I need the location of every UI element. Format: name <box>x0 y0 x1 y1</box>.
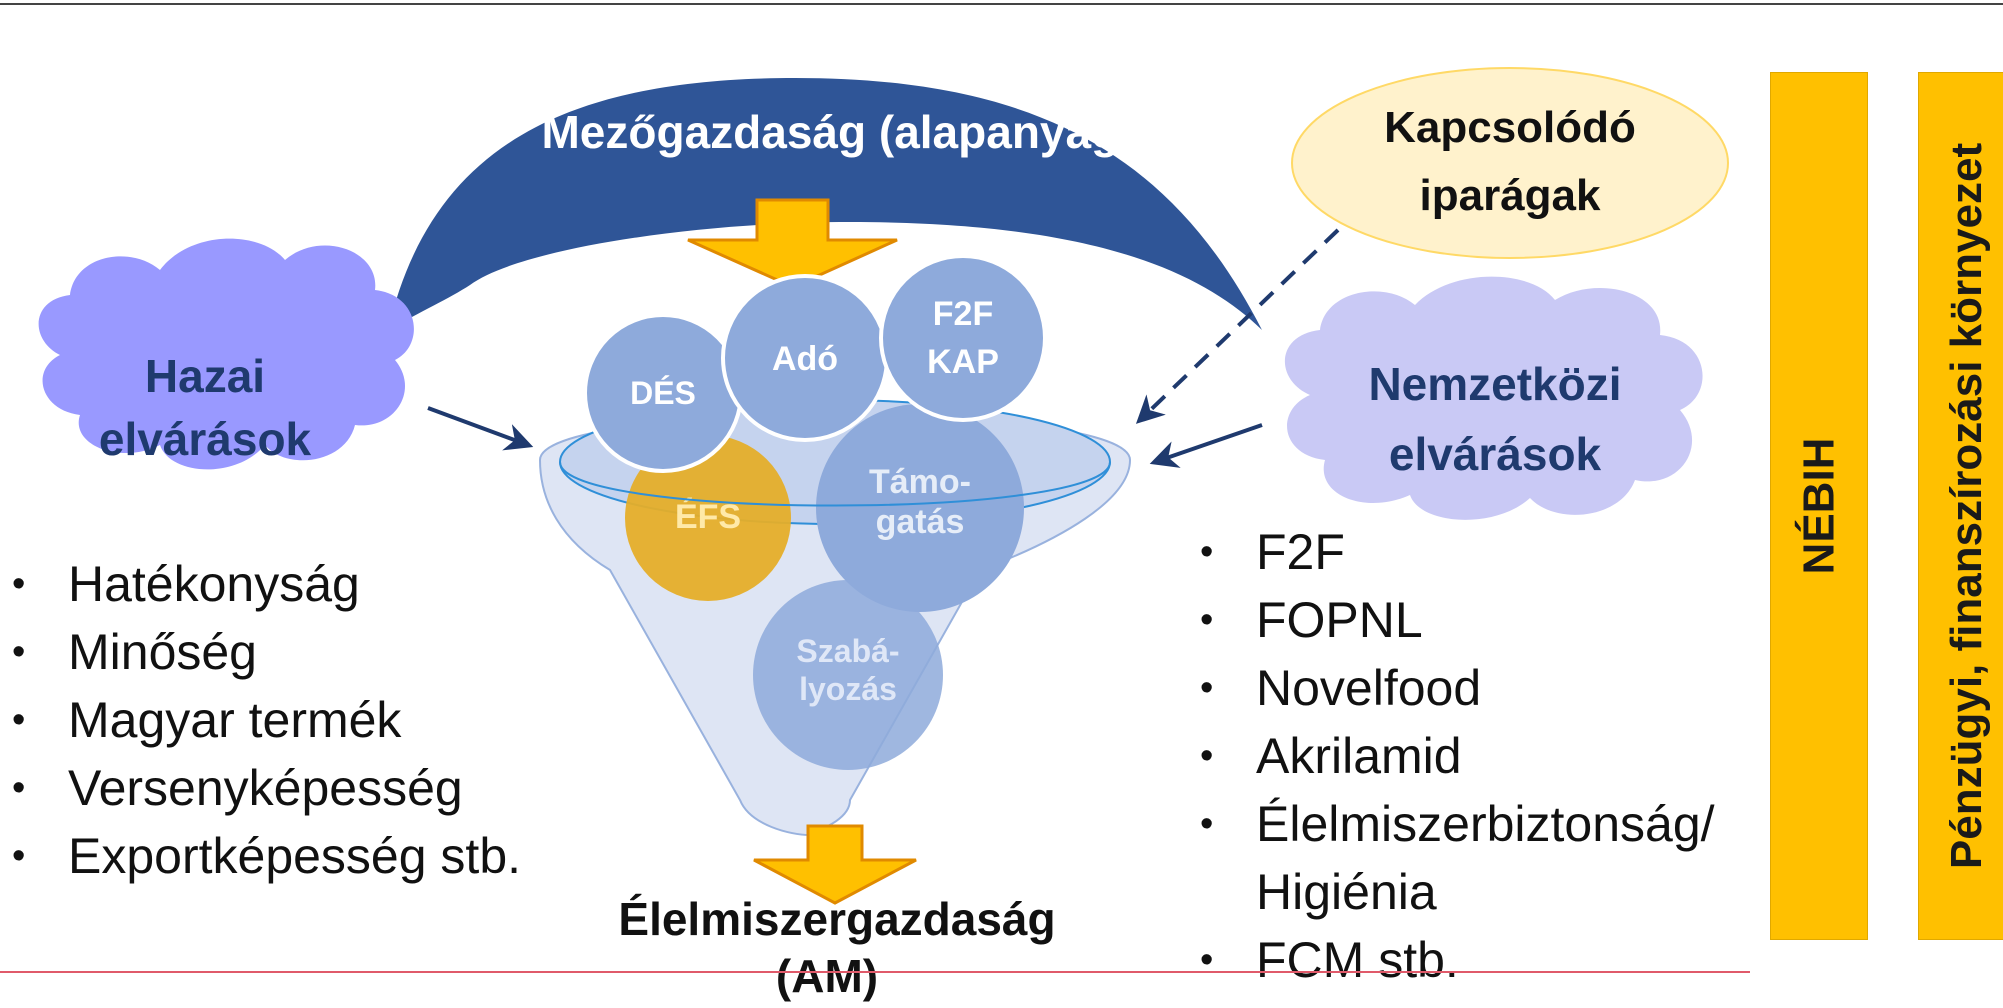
nebih-bar-label: NÉBIH <box>1794 437 1843 575</box>
list-item: Novelfood <box>1200 654 1816 722</box>
output-label-line2: (AM) <box>776 950 878 1002</box>
domestic-expectations-cloud: Hazai elvárások <box>38 238 414 470</box>
circle-des-label: DÉS <box>630 375 696 411</box>
domestic-cloud-line1: Hazai <box>145 350 265 402</box>
circle-ado: Adó <box>721 274 889 442</box>
related-industries-line1: Kapcsolódó <box>1384 103 1636 152</box>
down-arrow-icon <box>687 198 898 289</box>
circle-szabalyozas-line1: Szabá- <box>796 633 899 669</box>
circle-ado-label: Adó <box>772 340 838 378</box>
circle-f2f-kap: F2F KAP <box>879 254 1047 422</box>
circle-szabalyozas-line2: lyozás <box>799 671 897 707</box>
nebih-bar: NÉBIH <box>1770 72 1868 940</box>
funnel-rim <box>559 461 1111 507</box>
circle-tamogatas-line1: Támo- <box>869 463 971 501</box>
list-item: F2F <box>1200 518 1816 586</box>
list-item: Élelmiszerbiztonság/ Higiénia <box>1200 790 1816 926</box>
related-industries-line2: iparágak <box>1420 171 1602 220</box>
list-item: FCM stb. <box>1200 926 1816 994</box>
circle-tamogatas: Támo- gatás <box>816 404 1024 612</box>
agriculture-arc-label: Mezőgazdaság (alapanyag) <box>541 106 1134 158</box>
list-item: FOPNL <box>1200 586 1816 654</box>
circle-des: DÉS <box>583 313 743 473</box>
list-item: Exportképesség stb. <box>12 822 521 890</box>
international-expectations-list: F2F FOPNL Novelfood Akrilamid Élelmiszer… <box>1200 518 1816 994</box>
list-item: Akrilamid <box>1200 722 1816 790</box>
list-item: Magyar termék <box>12 686 521 754</box>
circle-f2f-kap-line2: KAP <box>927 343 999 381</box>
list-item: Minőség <box>12 618 521 686</box>
international-expectations-cloud: Nemzetközi elvárások <box>1284 276 1703 520</box>
dashed-arrow-icon <box>1135 228 1340 424</box>
list-item: Hatékonyság <box>12 550 521 618</box>
related-industries-ellipse: Kapcsolódó iparágak <box>1291 67 1729 259</box>
down-arrow-icon <box>753 824 917 905</box>
top-divider-line <box>0 3 2003 5</box>
bottom-divider-line <box>0 971 1750 973</box>
list-item: Versenyképesség <box>12 754 521 822</box>
financial-environment-bar-label: Pénzügyi, finanszírozási környezet <box>1942 142 1992 870</box>
domestic-expectations-list: Hatékonyság Minőség Magyar termék Versen… <box>12 550 521 890</box>
international-cloud-line2: elvárások <box>1389 428 1602 480</box>
circle-szabalyozas: Szabá- lyozás <box>753 580 943 770</box>
right-arrow-icon <box>427 406 534 451</box>
circle-efs-label: ÉFS <box>675 498 741 536</box>
domestic-cloud-line2: elvárások <box>99 413 312 465</box>
financial-environment-bar: Pénzügyi, finanszírozási környezet <box>1918 72 2003 940</box>
circle-efs: ÉFS <box>625 435 791 601</box>
international-cloud-line1: Nemzetközi <box>1368 358 1621 410</box>
circle-f2f-kap-line1: F2F <box>933 295 993 333</box>
output-label-line1: Élelmiszergazdaság <box>618 893 1055 945</box>
circle-tamogatas-line2: gatás <box>876 503 965 541</box>
left-arrow-icon <box>1149 423 1263 468</box>
